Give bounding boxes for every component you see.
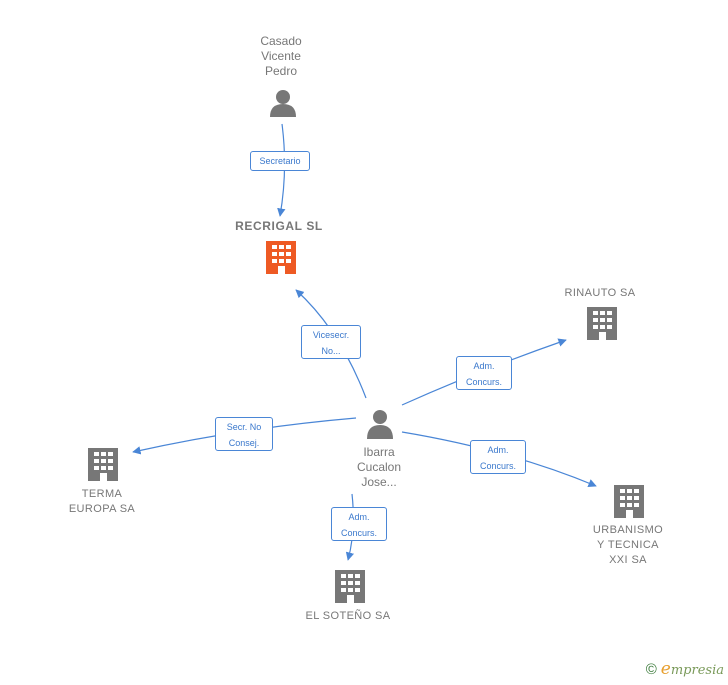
edge-label-terma: Secr. No Consej.: [215, 417, 273, 451]
edge-label-urbanismo: Adm. Concurs.: [470, 440, 526, 474]
edge-label-rinauto: Adm. Concurs.: [456, 356, 512, 390]
person-label-casado[interactable]: Casado Vicente Pedro: [260, 34, 302, 78]
brand-name: mpresia: [670, 663, 724, 678]
edge-label-vicesecr: Vicesecr. No...: [301, 325, 361, 359]
brand-initial: e: [660, 659, 671, 679]
person-icon: [270, 90, 296, 117]
edge-label-soteno: Adm. Concurs.: [331, 507, 387, 541]
person-icon: [367, 410, 393, 439]
brand-watermark: ©empresia: [646, 659, 724, 679]
building-icon: [266, 241, 296, 274]
building-icon: [335, 570, 365, 603]
company-label-rinauto[interactable]: RINAUTO SA: [564, 287, 636, 299]
edge-label-secretario: Secretario: [250, 151, 310, 171]
building-icon: [88, 448, 118, 481]
building-icon: [587, 307, 617, 340]
person-label-ibarra[interactable]: Ibarra Cucalon Jose...: [356, 445, 402, 489]
company-label-recrigal[interactable]: RECRIGAL SL: [235, 219, 323, 233]
company-label-terma[interactable]: TERMA EUROPA SA: [68, 488, 136, 515]
company-label-urbanismo[interactable]: URBANISMO Y TECNICA XXI SA: [592, 524, 664, 566]
company-label-soteno[interactable]: EL SOTEÑO SA: [305, 610, 391, 622]
copyright-icon: ©: [645, 661, 657, 678]
building-icon: [614, 485, 644, 518]
